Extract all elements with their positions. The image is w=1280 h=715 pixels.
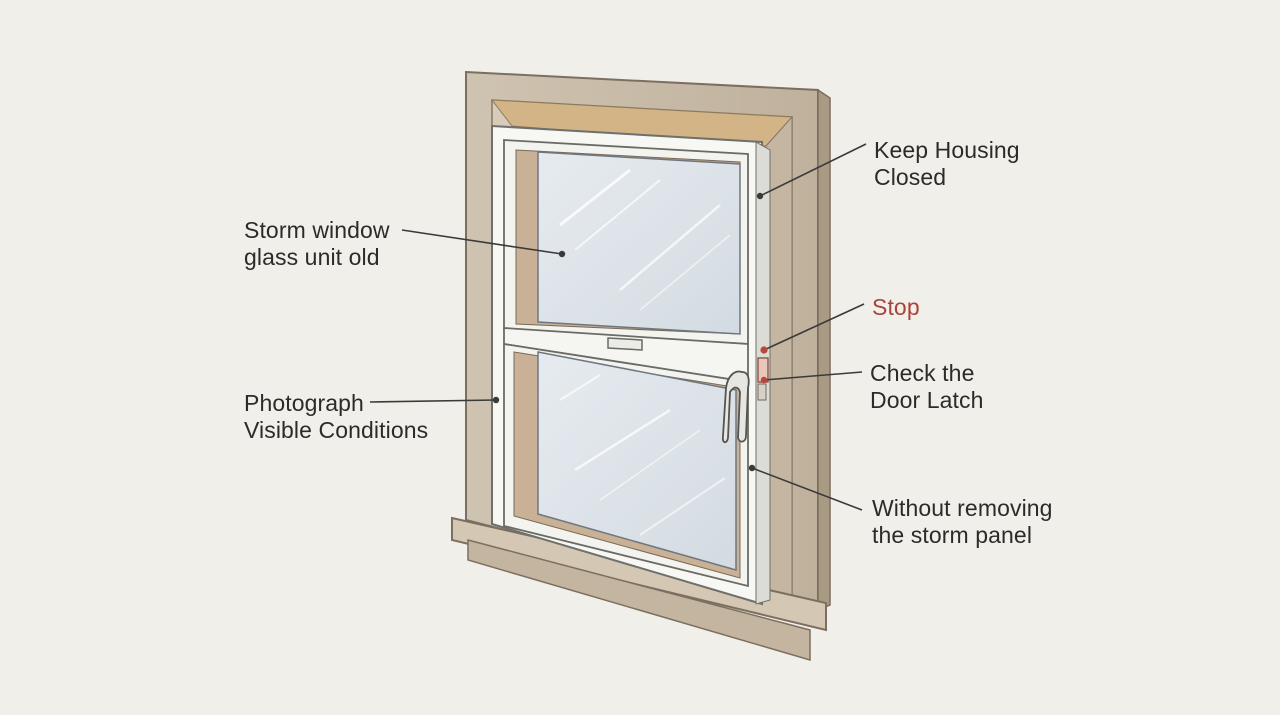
callout-without-removing: Without removing the storm panel xyxy=(872,495,1053,549)
callout-photograph-line2: Visible Conditions xyxy=(244,417,429,443)
callout-storm-glass-line2: glass unit old xyxy=(244,244,380,270)
callout-check-latch-line1: Check the xyxy=(870,360,975,386)
callout-stop-line1: Stop xyxy=(872,294,920,320)
callout-check-latch-line2: Door Latch xyxy=(870,387,984,413)
callout-photograph-line1: Photograph xyxy=(244,390,364,416)
upper-sash xyxy=(503,139,749,345)
callout-stop: Stop xyxy=(872,294,920,321)
latch-handle xyxy=(721,370,750,444)
callout-storm-glass: Storm window glass unit old xyxy=(244,217,390,271)
callout-keep-housing-line1: Keep Housing xyxy=(874,137,1020,163)
callout-check-latch: Check the Door Latch xyxy=(870,360,984,414)
callout-photograph: Photograph Visible Conditions xyxy=(244,390,428,444)
callout-keep-housing-line2: Closed xyxy=(874,164,947,190)
leader-lines xyxy=(369,143,867,511)
callout-keep-housing: Keep Housing Closed xyxy=(874,137,1020,191)
callout-without-removing-line2: the storm panel xyxy=(872,522,1033,548)
callout-without-removing-line1: Without removing xyxy=(872,495,1053,521)
callout-storm-glass-line1: Storm window xyxy=(244,217,390,243)
leader-dots xyxy=(492,192,768,472)
lower-sash xyxy=(503,342,749,588)
